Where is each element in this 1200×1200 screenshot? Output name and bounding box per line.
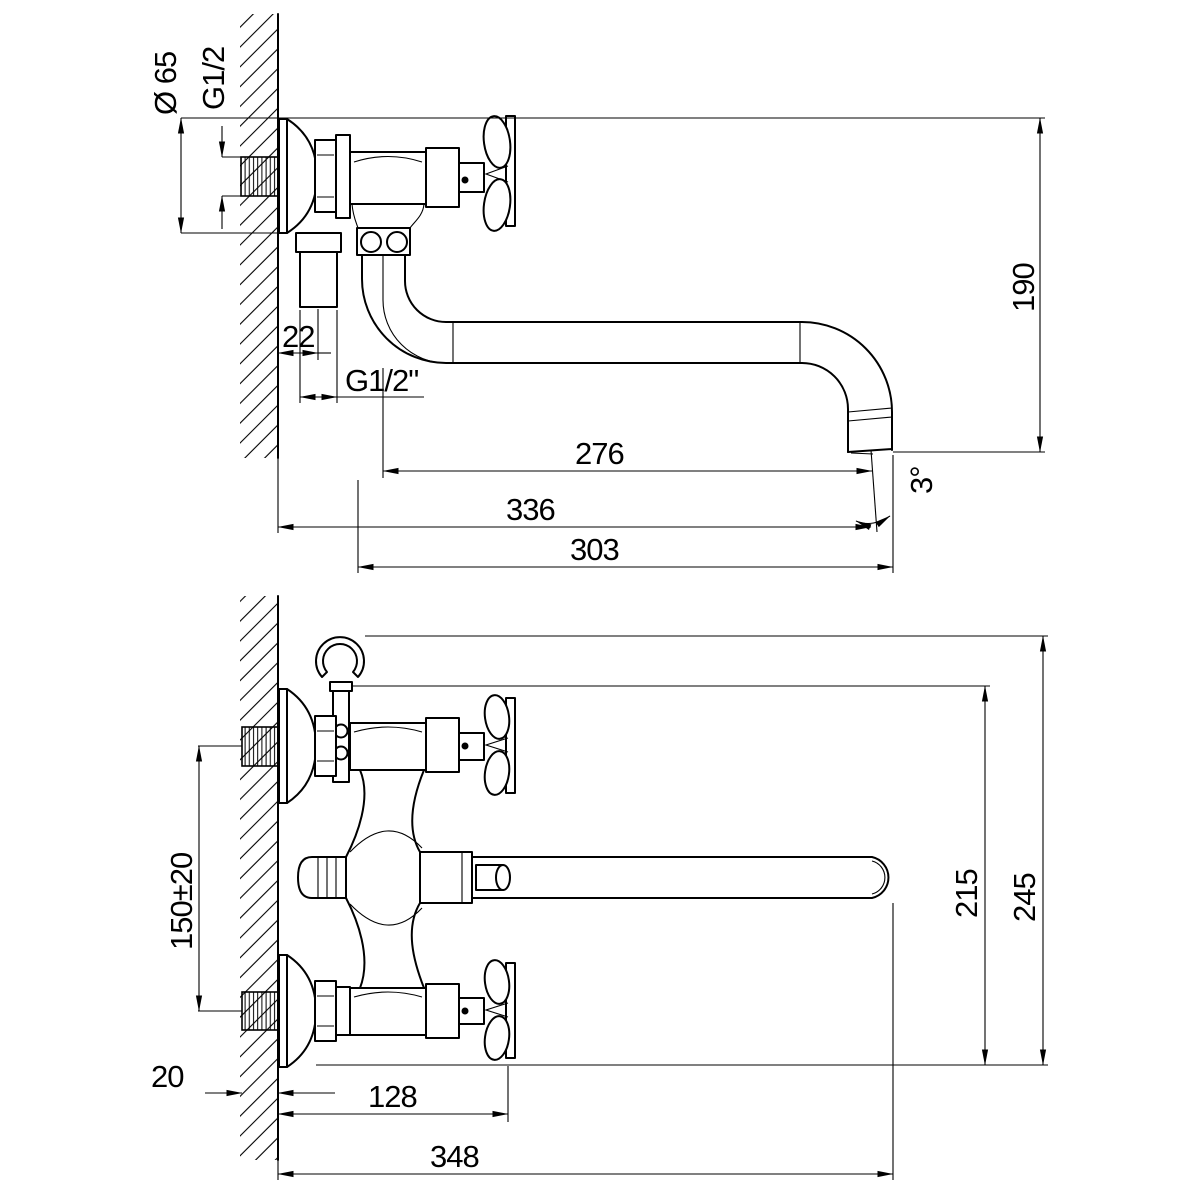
dim-label-wall-thickness: 20 [151,1059,184,1094]
inlet-thread [240,156,279,197]
dim-label-overall-reach: 336 [506,492,555,527]
upper-valve [278,688,516,804]
handle-screw [461,176,469,184]
valve-body [314,134,485,219]
mixer-cross-body [345,769,425,989]
escutcheon [278,118,318,234]
dim-label-outlet-angle: 3° [904,466,939,494]
handle-side [461,115,516,232]
dim-label-height-to-outlet: 190 [1006,263,1041,312]
side-view-wall [240,13,279,459]
side-view-dimensions: Ø 65 G1/2 22 G1/2" 276 336 [148,47,1045,573]
dim-label-overall-length: 348 [430,1139,479,1174]
dim-label-spout-end-offset: 215 [949,869,984,918]
spout [361,254,893,455]
diverter-knob [297,856,347,899]
dim-label-spout-projection: 303 [570,532,619,567]
plan-spout [419,851,890,904]
lower-valve [278,954,516,1068]
shower-hook [315,636,365,783]
dim-label-shower-outlet-thread: G1/2" [345,363,418,398]
shower-outlet-pipe [295,232,342,308]
dim-label-spout-reach: 276 [575,436,624,471]
dim-label-inlet-thread: G1/2 [196,47,231,110]
dim-label-overall-offset: 245 [1007,873,1042,922]
dim-label-inlet-spacing: 150±20 [164,852,199,950]
plan-view-wall [240,595,279,1180]
mounting-block [351,203,425,256]
side-view: Ø 65 G1/2 22 G1/2" 276 336 [148,13,1045,573]
plan-view: 245 215 150±20 20 128 348 [151,595,1048,1180]
dim-label-wall-to-handle: 128 [368,1079,417,1114]
dim-label-escutcheon-diameter: Ø 65 [148,52,183,115]
dim-label-wall-to-shower-outlet: 22 [282,319,314,354]
plan-inlet-threads [241,726,279,1031]
plan-view-dimensions: 245 215 150±20 20 128 348 [151,635,1048,1180]
